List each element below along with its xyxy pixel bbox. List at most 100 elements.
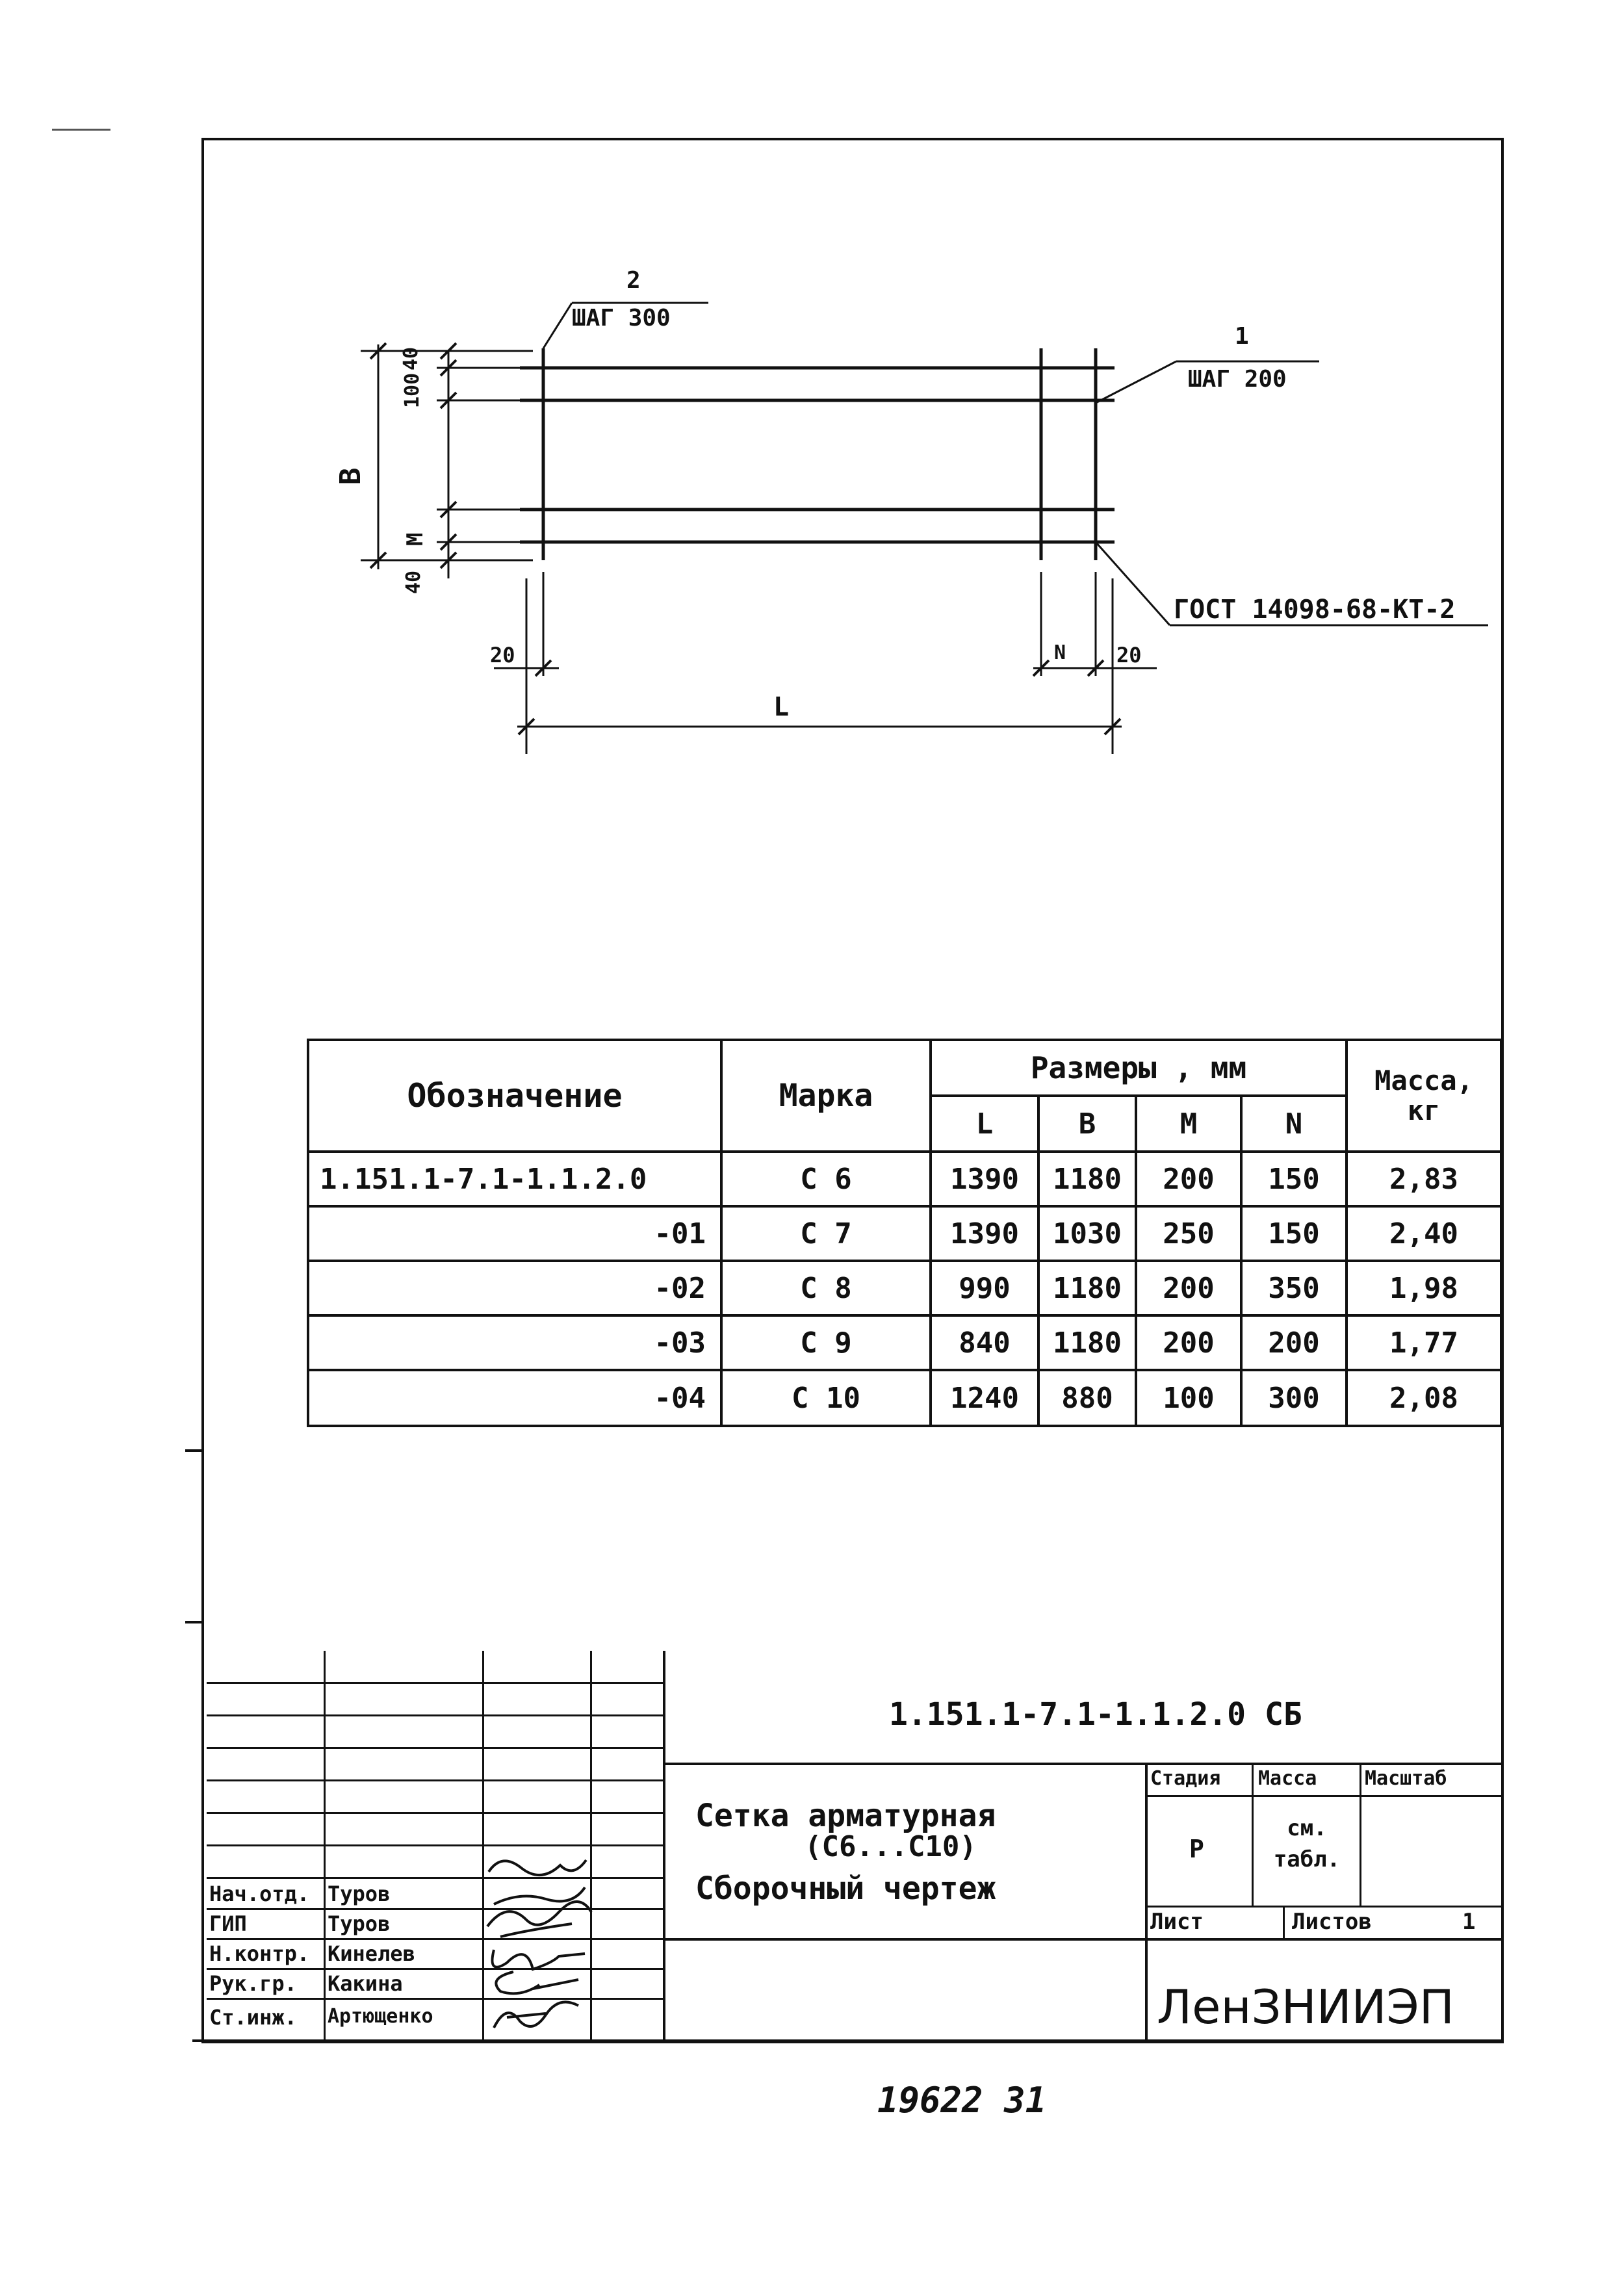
signature-2 bbox=[486, 1900, 593, 1938]
role-label: Нач.отд. bbox=[209, 1882, 310, 1906]
cell-N: 300 bbox=[1239, 1369, 1348, 1427]
spec-table: Обозначение Марка Размеры , мм Масса, кг… bbox=[307, 1039, 1503, 1427]
dim-20-left: 20 bbox=[490, 643, 515, 667]
cell-mark: С 9 bbox=[720, 1314, 932, 1371]
cell-B: 1180 bbox=[1037, 1314, 1137, 1371]
person-name: Кинелев bbox=[328, 1941, 415, 1966]
sheets-value: 1 bbox=[1462, 1909, 1476, 1935]
cell-M: 200 bbox=[1135, 1150, 1243, 1208]
cell-L: 1390 bbox=[929, 1205, 1040, 1262]
cell-mark: С 7 bbox=[720, 1205, 932, 1262]
cell-B: 1180 bbox=[1037, 1150, 1137, 1208]
person-name: Артющенко bbox=[328, 2005, 433, 2028]
header-mass: Масса, кг bbox=[1345, 1039, 1503, 1153]
role-label: ГИП bbox=[209, 1911, 247, 1936]
stamp-line bbox=[590, 1651, 592, 2041]
table-row: -02 С 8 990 1180 200 350 1,98 bbox=[307, 1260, 1503, 1317]
frame-left-tick-2 bbox=[185, 1621, 203, 1623]
header-N: N bbox=[1239, 1094, 1348, 1153]
footer-number: 19622 31 bbox=[877, 2080, 1047, 2121]
cell-N: 150 bbox=[1239, 1205, 1348, 1262]
cell-designation: -01 bbox=[307, 1205, 723, 1262]
organization-name: ЛенЗНИИЭП bbox=[1157, 1980, 1454, 2034]
cell-mass: 2,83 bbox=[1345, 1150, 1503, 1208]
table-row: -01 С 7 1390 1030 250 150 2,40 bbox=[307, 1205, 1503, 1262]
cell-mass: 2,08 bbox=[1345, 1369, 1503, 1427]
mass-label: Масса bbox=[1258, 1767, 1317, 1790]
header-M: М bbox=[1135, 1094, 1243, 1153]
header-designation: Обозначение bbox=[307, 1039, 723, 1153]
mass-value: см. табл. bbox=[1273, 1815, 1341, 1872]
cell-M: 100 bbox=[1135, 1369, 1243, 1427]
scale-label: Масштаб bbox=[1365, 1767, 1447, 1790]
sheets-label: Листов bbox=[1292, 1909, 1372, 1935]
stamp-line bbox=[1283, 1906, 1285, 1938]
stamp-line bbox=[1360, 1763, 1361, 1906]
dim-20-right: 20 bbox=[1116, 643, 1142, 667]
stamp-line bbox=[663, 1651, 665, 2041]
cell-designation: -03 bbox=[307, 1314, 723, 1371]
cell-mass: 1,98 bbox=[1345, 1260, 1503, 1317]
signature-4 bbox=[495, 1971, 579, 1995]
sheet-label: Лист bbox=[1150, 1909, 1204, 1935]
cell-B: 1030 bbox=[1037, 1205, 1137, 1262]
signature-3 bbox=[491, 1949, 586, 1971]
stamp-line bbox=[324, 1651, 326, 2041]
cell-designation: -02 bbox=[307, 1260, 723, 1317]
cell-L: 1240 bbox=[929, 1369, 1040, 1427]
person-name: Туров bbox=[328, 1911, 391, 1936]
stamp-line bbox=[1145, 1763, 1148, 2041]
person-name: Туров bbox=[328, 1882, 391, 1906]
stamp-line bbox=[1252, 1763, 1254, 1906]
signature-1 bbox=[487, 1859, 587, 1906]
cell-L: 990 bbox=[929, 1260, 1040, 1317]
cell-mass: 2,40 bbox=[1345, 1205, 1503, 1262]
stamp-line bbox=[207, 1998, 663, 2000]
stamp-line bbox=[663, 1763, 1504, 1765]
dim-L: L bbox=[773, 692, 790, 722]
cell-M: 250 bbox=[1135, 1205, 1243, 1262]
stamp-line bbox=[207, 1968, 663, 1970]
cell-designation: -04 bbox=[307, 1369, 723, 1427]
role-label: Рук.гр. bbox=[209, 1971, 297, 1996]
stamp-line bbox=[207, 1938, 663, 1940]
role-label: Н.контр. bbox=[209, 1941, 310, 1966]
stamp-line bbox=[482, 1651, 484, 2041]
stamp-line bbox=[1145, 1906, 1504, 1908]
header-mark: Марка bbox=[720, 1039, 932, 1153]
cell-B: 1180 bbox=[1037, 1260, 1137, 1317]
cell-mass: 1,77 bbox=[1345, 1314, 1503, 1371]
callout-1-number: 1 bbox=[1235, 323, 1249, 350]
title-line-1: Сетка арматурная bbox=[695, 1798, 996, 1834]
top-left-mark bbox=[52, 129, 110, 131]
title-line-2: (С6...С10) bbox=[805, 1830, 977, 1863]
stamp-line bbox=[192, 2039, 1504, 2042]
callout-1-pitch: ШАГ 200 bbox=[1188, 366, 1287, 393]
stamp-line bbox=[207, 1877, 663, 1879]
role-label: Ст.инж. bbox=[209, 2005, 297, 2030]
gost-label: ГОСТ 14098-68-КТ-2 bbox=[1174, 595, 1456, 625]
stage-value: Р bbox=[1189, 1835, 1204, 1863]
frame-left-tick-1 bbox=[185, 1449, 203, 1452]
cell-designation: 1.151.1-7.1-1.1.2.0 bbox=[307, 1150, 723, 1208]
header-L: L bbox=[929, 1094, 1040, 1153]
stamp-line bbox=[207, 1682, 663, 1684]
cell-N: 350 bbox=[1239, 1260, 1348, 1317]
header-B: В bbox=[1037, 1094, 1137, 1153]
table-row: -04 С 10 1240 880 100 300 2,08 bbox=[307, 1369, 1503, 1427]
cell-N: 200 bbox=[1239, 1314, 1348, 1371]
stamp-line bbox=[663, 1938, 1504, 1941]
cell-mark: С 8 bbox=[720, 1260, 932, 1317]
cell-M: 200 bbox=[1135, 1260, 1243, 1317]
callout-2-number: 2 bbox=[626, 267, 641, 294]
cell-L: 840 bbox=[929, 1314, 1040, 1371]
cell-B: 880 bbox=[1037, 1369, 1137, 1427]
header-sizes: Размеры , мм bbox=[929, 1039, 1348, 1097]
drawing-frame bbox=[201, 138, 1504, 2043]
person-name: Какина bbox=[328, 1971, 403, 1996]
stamp-line bbox=[207, 1908, 663, 1910]
stamp-line bbox=[207, 1779, 663, 1781]
signature-5 bbox=[493, 2000, 579, 2028]
